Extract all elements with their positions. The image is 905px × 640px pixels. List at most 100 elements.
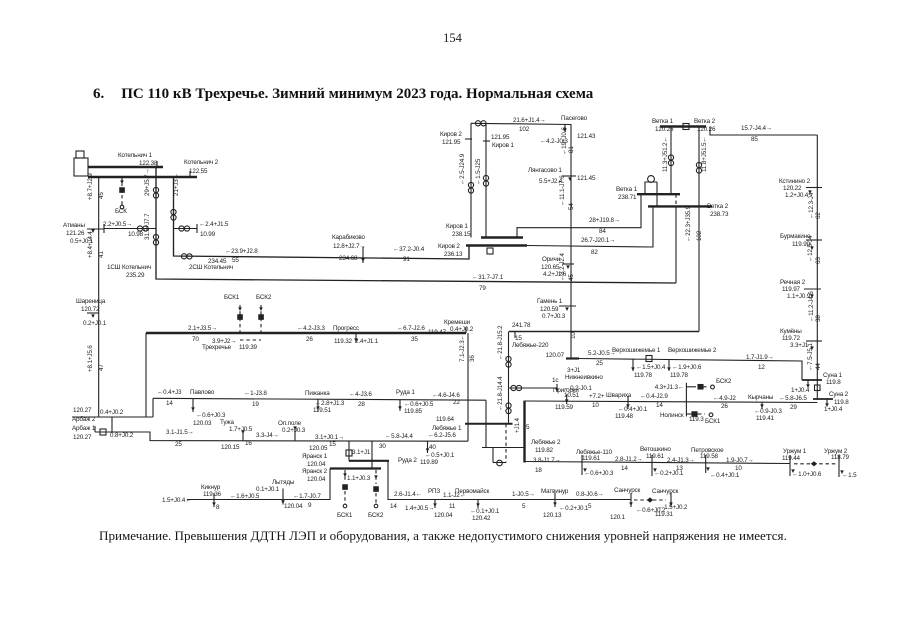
diagram-label: БСК1 [705, 418, 721, 425]
diagram-label: Арбаж 1 [72, 424, 96, 432]
bsk-kotelnich-symbol [119, 187, 125, 193]
diagram-label: 21+J3→ [173, 173, 180, 196]
diagram-label: ←0.6+J0.2 [636, 507, 666, 514]
diagram-label: 238.71 [618, 194, 637, 201]
diagram-label: 120.05 [309, 445, 328, 452]
breaker-arbazh [99, 428, 107, 436]
diagram-label: 121.95 [491, 134, 510, 141]
diagram-label: 1-J0.5→ [512, 491, 535, 498]
diagram-label: Пасегово [561, 115, 588, 122]
breaker-vetka-110 [682, 122, 690, 131]
diagram-label: 120.22 [783, 185, 802, 192]
breaker-verkhoshizhemye [645, 354, 653, 363]
diagram-label: 12.8+J2.7→ [333, 243, 366, 250]
diagram-label: 0.8+J0.2 [110, 432, 134, 439]
breaker-circle-icon [373, 503, 379, 509]
section-title-text: ПС 110 кВ Трехречье. Зимний минимум 2023… [121, 86, 594, 102]
diagram-label: 119.3 [689, 416, 704, 423]
diagram-label: 119.41 [756, 415, 775, 422]
diagram-label: 1.7-J1.9→ [746, 354, 774, 361]
diagram-label: 79 [479, 285, 486, 292]
diagram-label: 1.9-J0.7→ [726, 457, 754, 464]
line-verkhoshizhemye-suna [578, 357, 803, 380]
diagram-label: 16 [245, 440, 252, 447]
diagram-label: 119.47 [428, 329, 447, 336]
flow-arrow-icon [806, 384, 810, 388]
flow-arrow-icon [555, 388, 559, 392]
flow-arrow-icon [354, 338, 358, 342]
diagram-label: Трехречье [202, 344, 232, 351]
diagram-label: Уржум 1 [783, 448, 807, 455]
diagram-label: БСК1 [224, 294, 240, 301]
flow-arrow-icon [810, 246, 814, 250]
generator-kotelnich-top [75, 150, 85, 159]
diagram-label: 5 [526, 424, 530, 431]
diagram-label: 25 [175, 441, 182, 448]
diagram-label: 62 [815, 212, 822, 219]
line-lebyazhye-urzhum [524, 460, 791, 465]
breaker-circle-icon [119, 204, 125, 210]
breaker-circle-icon [515, 384, 523, 392]
diagram-label: +8.7+J2.9 [87, 173, 94, 200]
open-point-urzhum [810, 461, 818, 467]
diagram-label: 82 [591, 249, 598, 256]
line-pizhanka-ruda [152, 397, 487, 401]
diagram-label: Яранск 2 [302, 468, 328, 475]
diagram-label: ←1.5-J25 [475, 158, 482, 185]
diagram-label: 119.59 [555, 404, 574, 411]
diagram-label: 29+J5.7→ [144, 168, 151, 196]
diagram-label: ←0.2+J0.1 [654, 470, 684, 477]
flow-arrow-icon [791, 469, 795, 473]
diagram-label: 4.2+J1.6 [543, 271, 567, 278]
diagram-label: 25 [596, 360, 603, 367]
diagram-label: 120.59 [540, 306, 559, 313]
bsk1-yaransk-symbol [342, 484, 348, 490]
diagram-label: 120.03 [193, 420, 212, 427]
generator-kotelnich [73, 157, 89, 177]
diagram-label: 3.1-J1.5→ [166, 429, 194, 436]
diagram-label: ←0.9-J0.3 [754, 408, 782, 415]
diagram-label: 5.2-J0.5→ [588, 350, 616, 357]
diagram-label: 10.99 [200, 231, 216, 238]
diagram-label: 0.4+J0.2 [100, 409, 124, 416]
flow-arrow-icon [566, 265, 570, 269]
diagram-label: ←11.1-J7.6 [559, 175, 566, 206]
diagram-label: ←0.6+J0.5 [404, 401, 434, 408]
breaker-circle-icon [710, 384, 715, 390]
bsk1-nolinsk-symbol [691, 411, 698, 417]
flow-arrow-icon [241, 430, 245, 434]
diagram-label: 120.26 [697, 126, 716, 133]
flow-arrow-icon [316, 406, 320, 410]
diagram-label: ←1.5 [842, 472, 857, 479]
diagram-label: ←11.2-J4.6 [808, 291, 815, 322]
diagram-label: Швариха [606, 392, 632, 399]
diagram-label: Киров 1 [492, 142, 514, 149]
diagram-label: 102 [696, 230, 703, 241]
diagram-label: 18 [535, 467, 542, 474]
flow-arrow-icon [398, 406, 402, 410]
diagram-label: 1.7+J0.5 [229, 426, 253, 433]
diagram-label: 44 [815, 363, 822, 370]
diagram-label: 35 [411, 336, 418, 343]
diagram-label: Лебяжье-220 [512, 341, 549, 349]
diagram-label: ←0.2+J0.1 [559, 505, 589, 512]
diagram-label: Ветка 2 [694, 118, 716, 125]
diagram-label: 119.72 [782, 335, 801, 342]
breaker-circle-icon [183, 225, 191, 232]
breaker-circle-icon [482, 180, 490, 187]
diagram-label: ←21.8-J15.2 [497, 325, 504, 360]
diagram-label: 119.8 [834, 399, 849, 406]
diagram-label: Котельнич 2 [184, 159, 219, 166]
diagram-label: Лебяжье 2 [531, 438, 561, 446]
diagram-label: 10 [570, 332, 577, 339]
diagram-label: РПЗ [428, 488, 440, 495]
diagram-label: Лебяжье 1 [432, 424, 462, 432]
diagram-label: 54 [568, 203, 575, 210]
diagram-label: ←8.2-J2.4 [559, 253, 566, 281]
breaker-circle-icon [186, 253, 193, 260]
diagram-label: 120.04 [284, 503, 303, 510]
line-kirov-nizhneivkino [470, 122, 572, 358]
diagram-label: Прогресс [333, 325, 359, 332]
diagram-label: 2СШ Котельнич [189, 264, 233, 271]
